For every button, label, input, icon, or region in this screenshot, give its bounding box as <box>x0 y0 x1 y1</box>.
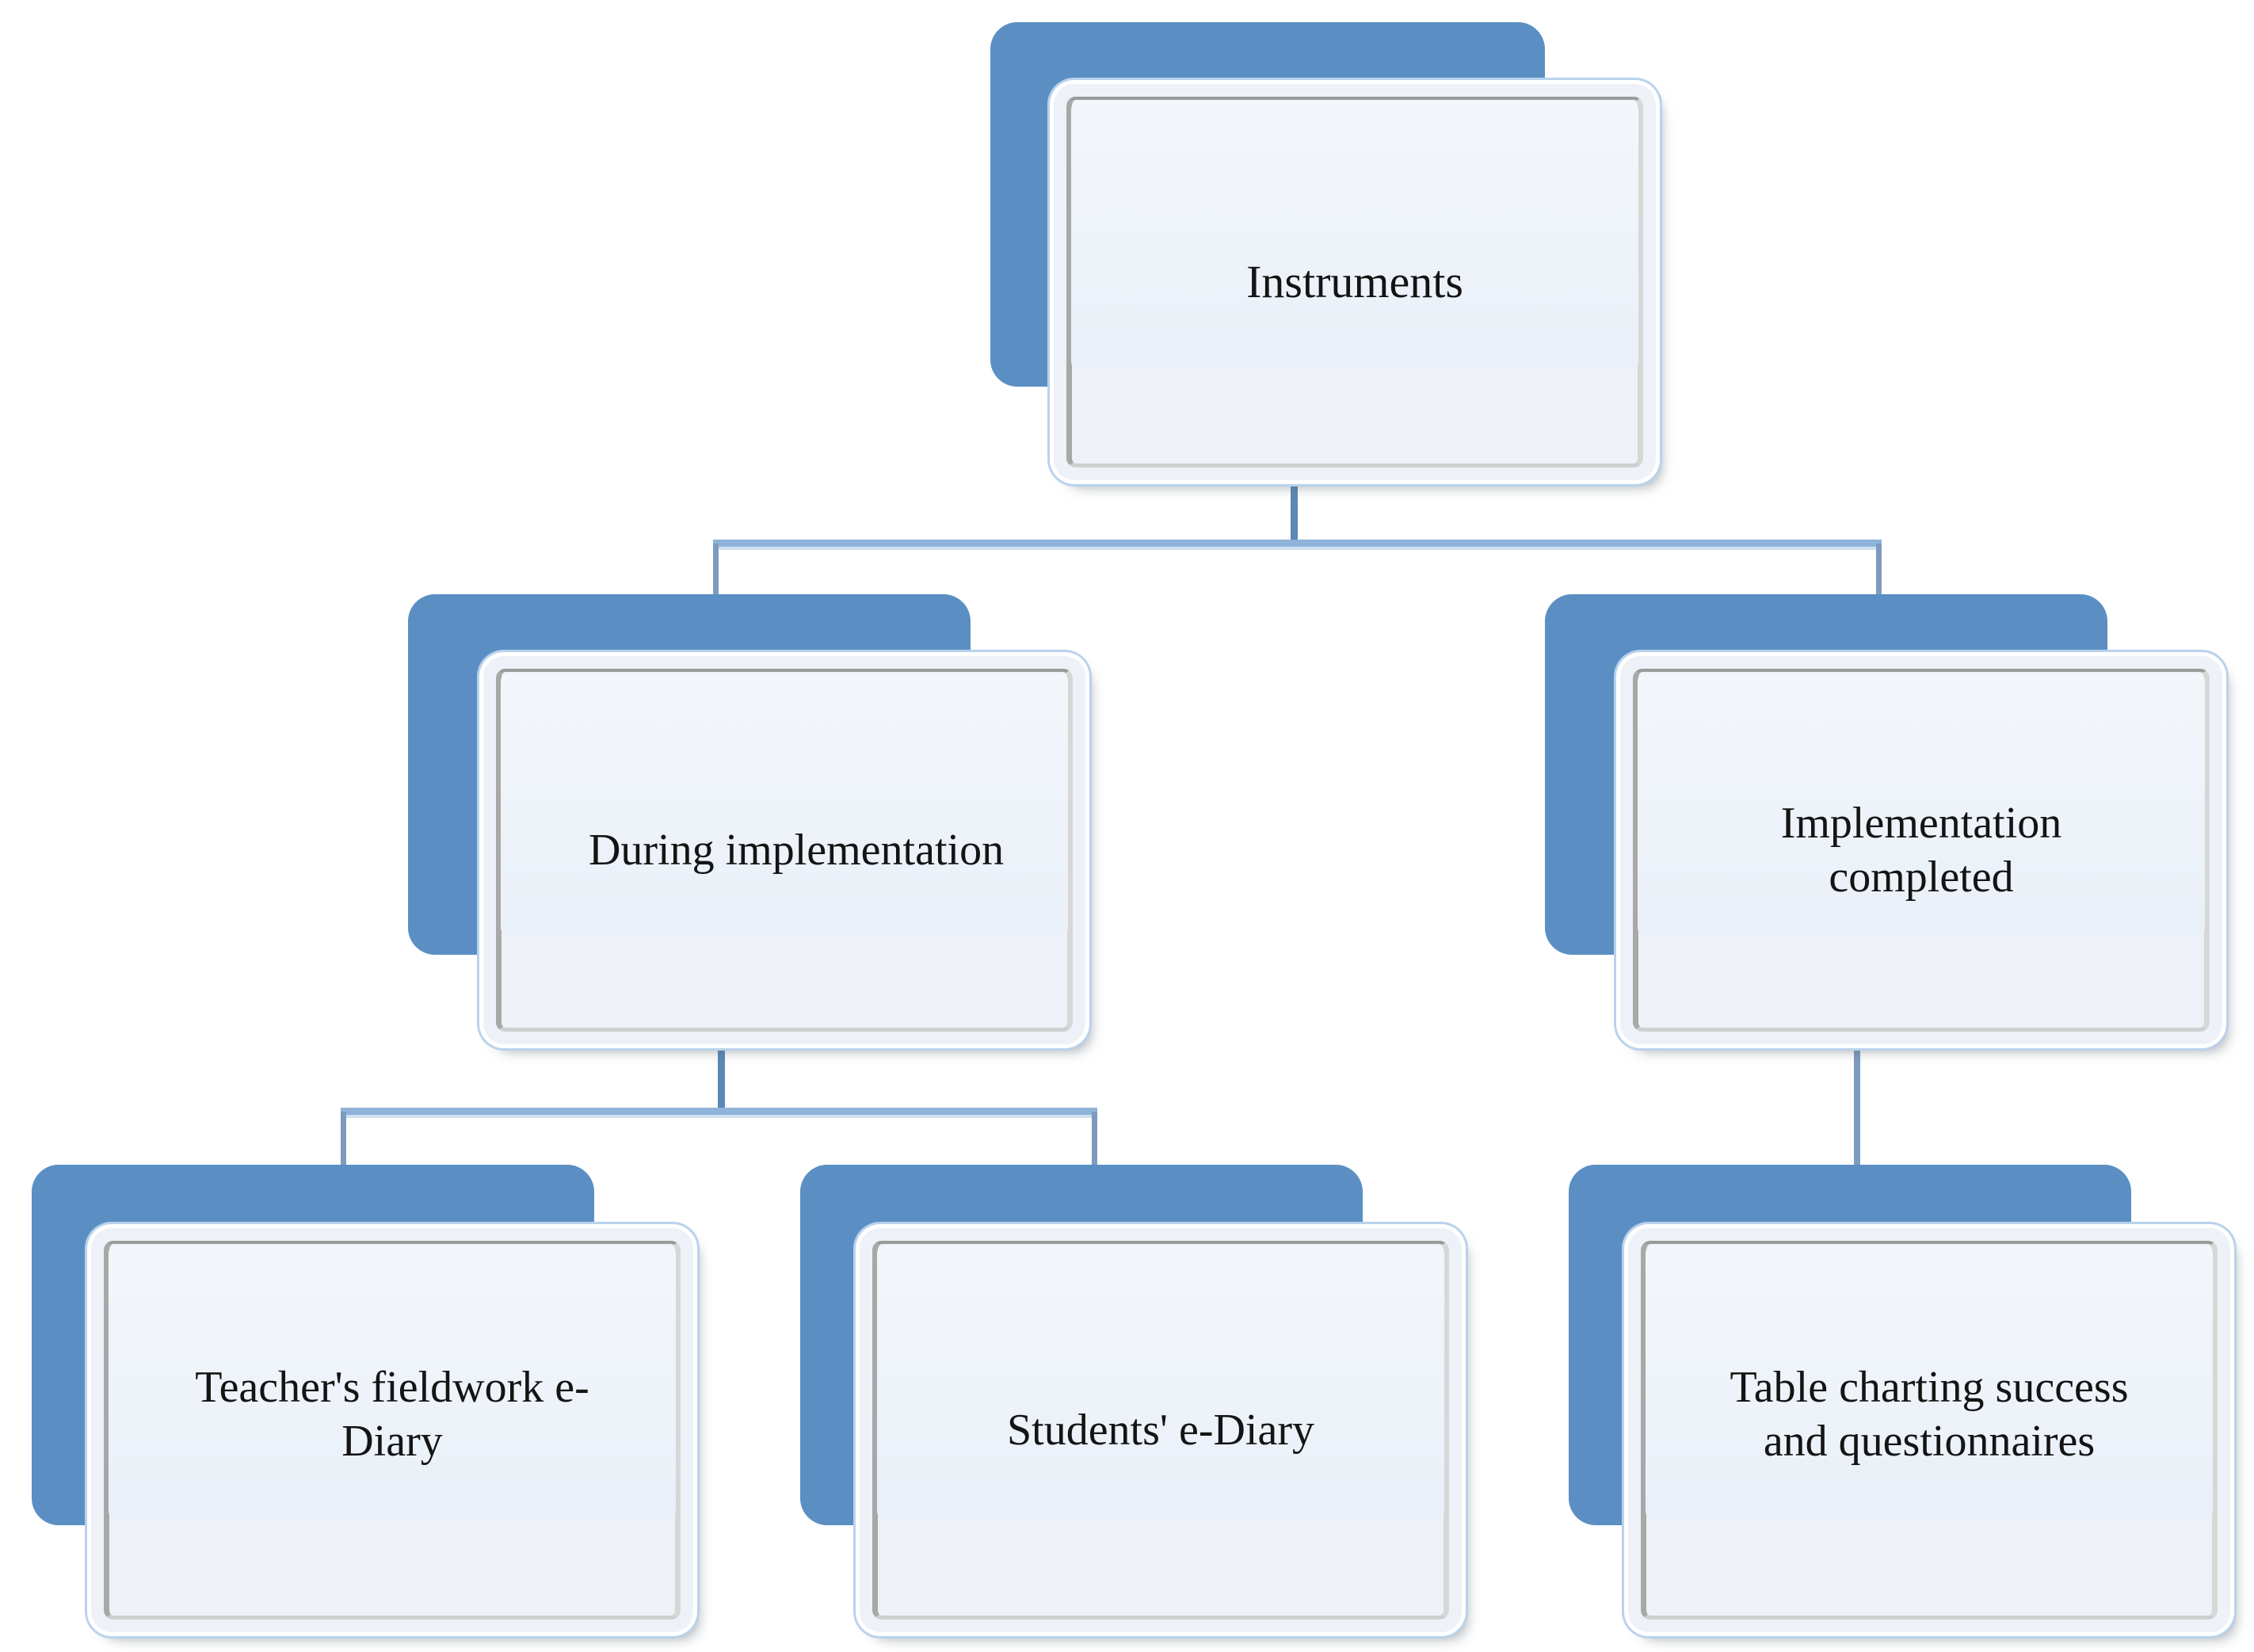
node-label-table-charting-success-questionnaires: Table charting success and questionnaire… <box>1730 1362 2129 1466</box>
node-label-implementation-completed: Implementation completed <box>1780 798 2062 902</box>
node-card <box>1054 84 1656 480</box>
connector-during-to-students <box>1092 1112 1097 1203</box>
node-students-ediary[interactable]: Students' e-Diary <box>800 1165 1505 1652</box>
connector-during-bar <box>341 1108 1097 1118</box>
node-label-during-implementation: During implementation <box>588 825 1005 875</box>
node-during-implementation[interactable]: During implementation <box>408 594 1113 1054</box>
connector-instruments-to-completed <box>1876 544 1882 635</box>
node-implementation-completed[interactable]: Implementation completed <box>1545 594 2250 1054</box>
node-card <box>860 1228 1462 1632</box>
connector-instruments-stem <box>1291 475 1298 544</box>
connector-completed-to-table <box>1854 1042 1860 1204</box>
node-label-teachers-fieldwork-ediary: Teacher's fieldwork e- Diary <box>195 1362 589 1466</box>
node-teachers-fieldwork-ediary[interactable]: Teacher's fieldwork e- Diary <box>32 1165 737 1652</box>
connector-instruments-bar <box>713 540 1882 550</box>
node-instruments[interactable]: Instruments <box>990 22 1672 490</box>
node-label-students-ediary: Students' e-Diary <box>1006 1405 1314 1455</box>
connector-during-stem <box>718 1042 725 1112</box>
node-card <box>91 1228 693 1632</box>
node-card <box>483 656 1085 1044</box>
node-table-charting-success-questionnaires[interactable]: Table charting success and questionnaire… <box>1569 1165 2254 1652</box>
node-label-instruments: Instruments <box>1246 255 1463 307</box>
connector-during-to-teacher <box>341 1112 346 1203</box>
connector-instruments-to-during <box>713 544 719 635</box>
node-card <box>1620 656 2222 1044</box>
node-card <box>1628 1228 2230 1632</box>
